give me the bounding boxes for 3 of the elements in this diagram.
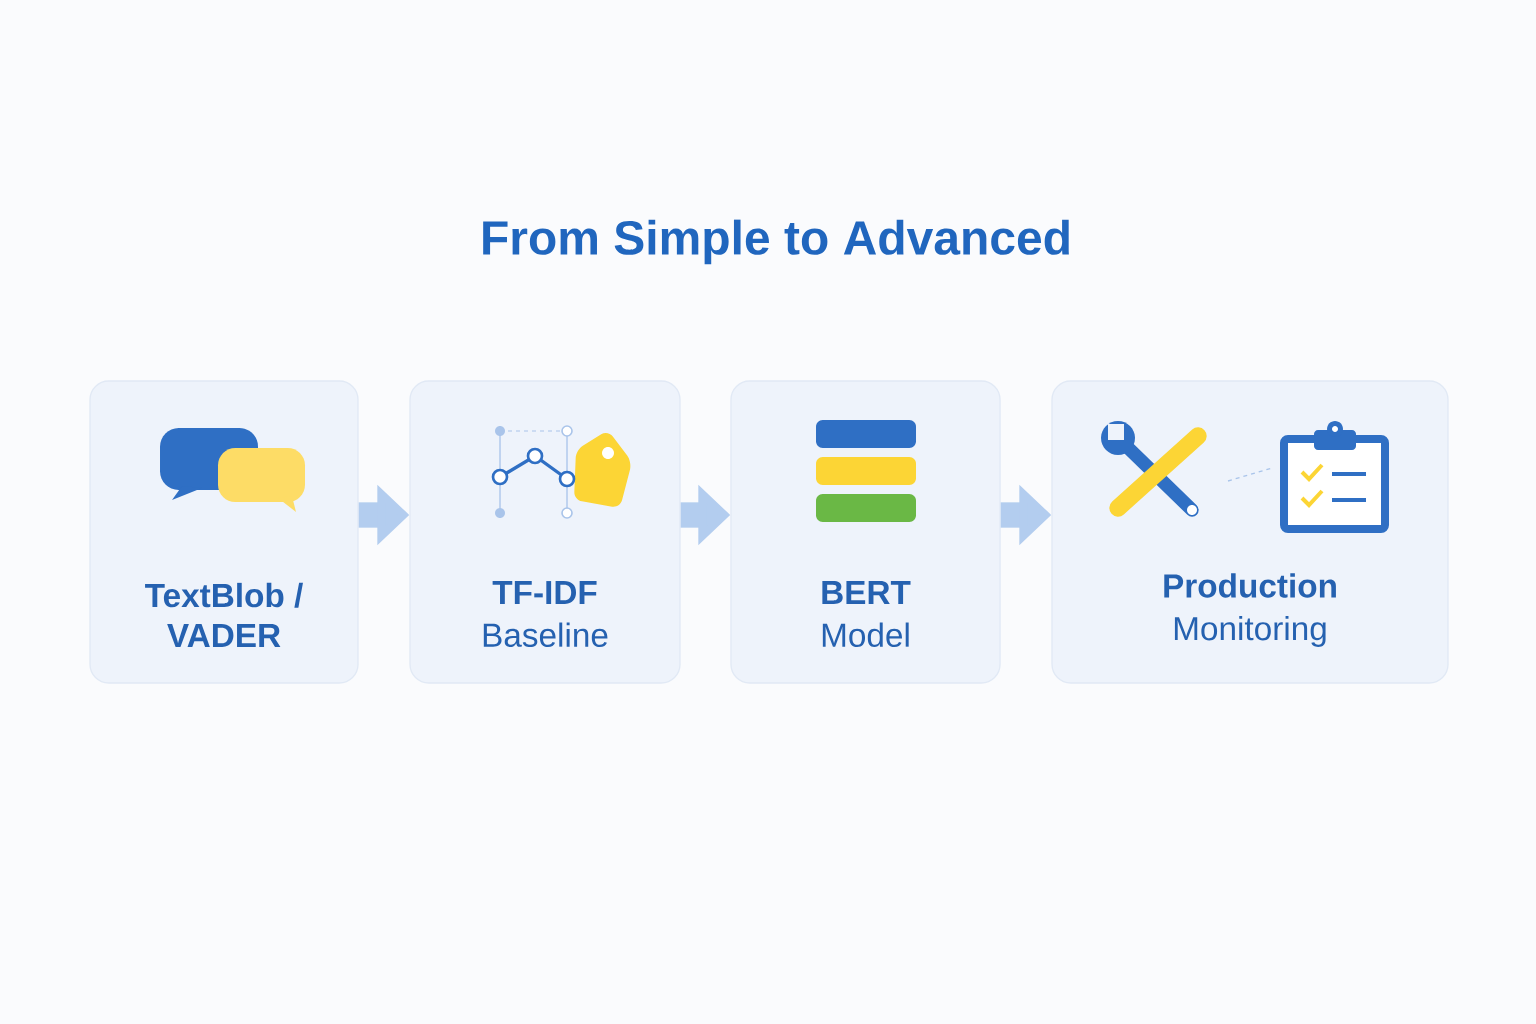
step-box: BERT Model	[730, 380, 1001, 684]
step-box: TF-IDF Baseline	[409, 380, 681, 684]
title: From Simple to Advanced	[483, 219, 1069, 265]
